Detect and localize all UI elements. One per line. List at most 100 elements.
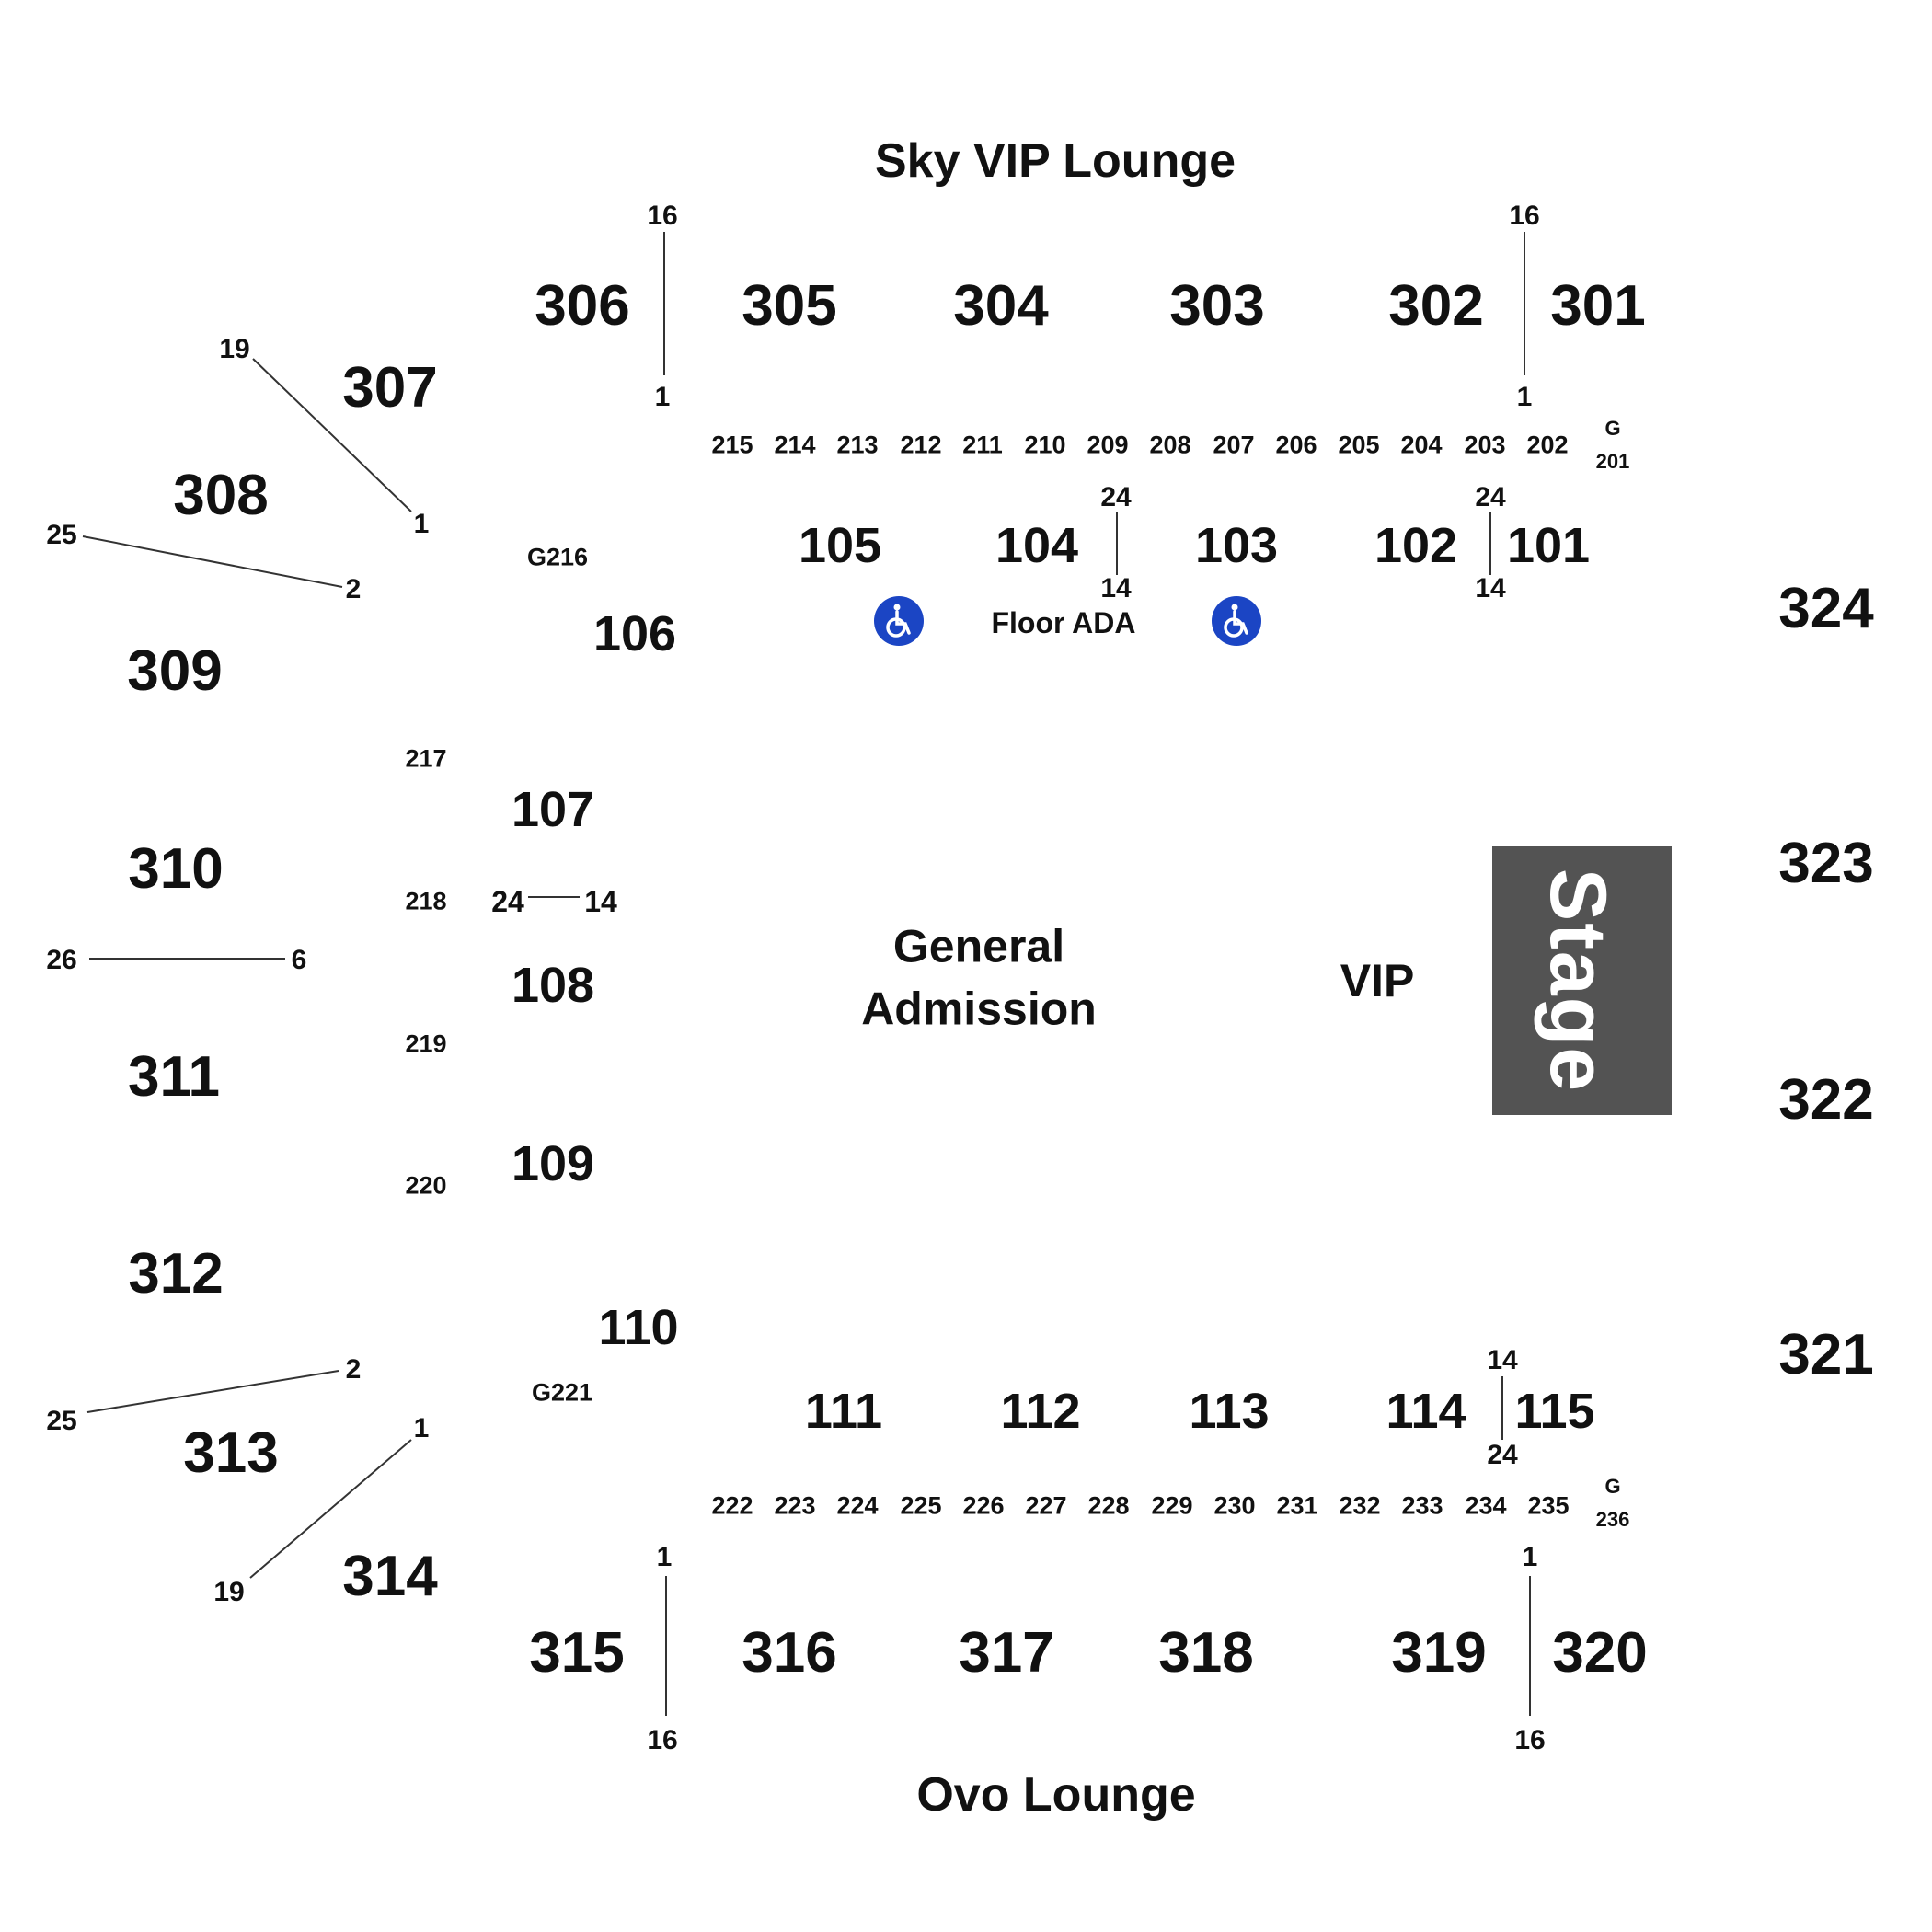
section-106[interactable]: 106 [592,606,677,661]
section-212[interactable]: 212 [900,431,942,459]
vip-area-label[interactable]: VIP [1340,955,1415,1006]
section-309[interactable]: 309 [127,639,223,703]
section-235[interactable]: 235 [1527,1491,1570,1520]
section-314[interactable]: 314 [342,1545,438,1608]
section-113[interactable]: 113 [1189,1384,1270,1439]
section-316[interactable]: 316 [742,1621,837,1685]
section-229[interactable]: 229 [1151,1491,1193,1520]
floor-ada-label[interactable]: Floor ADA [991,606,1136,639]
ovo-lounge-label[interactable]: Ovo Lounge [916,1768,1196,1822]
gate-201-number[interactable]: 201 [1595,450,1630,473]
row-marker: 24 [1100,482,1132,512]
section-301[interactable]: 301 [1550,274,1646,338]
section-302[interactable]: 302 [1388,274,1484,338]
row-marker: 14 [584,885,617,918]
section-108[interactable]: 108 [511,958,595,1013]
general-admission-label[interactable]: General Admission [861,916,1097,1041]
row-marker: 14 [1487,1345,1518,1375]
section-307[interactable]: 307 [342,356,438,420]
general-admission-line-1: General [892,920,1065,972]
section-323[interactable]: 323 [1778,832,1874,895]
section-211[interactable]: 211 [962,431,1003,459]
section-109[interactable]: 109 [511,1136,595,1191]
section-224[interactable]: 224 [836,1491,879,1520]
section-233[interactable]: 233 [1401,1491,1443,1520]
section-317[interactable]: 317 [959,1621,1054,1685]
stage[interactable] [1492,846,1672,1115]
section-111[interactable]: 111 [804,1384,883,1439]
gate-221[interactable]: G221 [531,1378,593,1407]
section-213[interactable]: 213 [836,431,879,459]
section-104[interactable]: 104 [995,518,1079,573]
section-110[interactable]: 110 [598,1300,679,1355]
section-230[interactable]: 230 [1213,1491,1256,1520]
section-324[interactable]: 324 [1778,577,1874,640]
row-marker: 24 [491,885,524,918]
row-marker: 24 [1475,482,1506,512]
section-227[interactable]: 227 [1025,1491,1067,1520]
section-322[interactable]: 322 [1778,1068,1874,1132]
section-320[interactable]: 320 [1552,1621,1648,1685]
general-admission-line-2: Admission [861,983,1097,1034]
section-105[interactable]: 105 [798,518,882,573]
row-line-314 [249,1439,412,1579]
gate-236-number[interactable]: 236 [1595,1508,1630,1531]
section-203[interactable]: 203 [1464,431,1506,459]
row-marker: 25 [46,520,77,550]
section-315[interactable]: 315 [529,1621,625,1685]
section-226[interactable]: 226 [962,1491,1005,1520]
section-107[interactable]: 107 [511,782,595,837]
section-112[interactable]: 112 [1000,1384,1081,1439]
section-202[interactable]: 202 [1526,431,1569,459]
section-231[interactable]: 231 [1276,1491,1318,1520]
gate-216[interactable]: G216 [526,543,589,571]
section-318[interactable]: 318 [1158,1621,1254,1685]
section-114[interactable]: 114 [1386,1384,1466,1439]
section-313[interactable]: 313 [183,1421,279,1485]
section-209[interactable]: 209 [1087,431,1129,459]
section-305[interactable]: 305 [742,274,837,338]
section-217[interactable]: 217 [405,744,447,773]
section-210[interactable]: 210 [1024,431,1066,459]
section-321[interactable]: 321 [1778,1323,1874,1386]
gate-201-g[interactable]: G [1604,417,1621,440]
section-214[interactable]: 214 [774,431,816,459]
section-101[interactable]: 101 [1506,518,1591,573]
section-207[interactable]: 207 [1213,431,1255,459]
gate-236-g[interactable]: G [1604,1475,1621,1498]
section-311[interactable]: 311 [127,1045,221,1109]
row-marker: 16 [1514,1725,1546,1755]
section-312[interactable]: 312 [128,1242,224,1305]
section-222[interactable]: 222 [711,1491,753,1520]
section-205[interactable]: 205 [1338,431,1380,459]
section-102[interactable]: 102 [1374,518,1458,573]
row-line-313 [86,1370,339,1413]
section-232[interactable]: 232 [1339,1491,1381,1520]
section-103[interactable]: 103 [1194,518,1279,573]
section-306[interactable]: 306 [535,274,630,338]
sky-vip-lounge-label[interactable]: Sky VIP Lounge [874,134,1236,188]
section-219[interactable]: 219 [405,1029,447,1058]
section-208[interactable]: 208 [1149,431,1191,459]
section-223[interactable]: 223 [774,1491,816,1520]
section-206[interactable]: 206 [1275,431,1317,459]
section-310[interactable]: 310 [128,837,224,901]
section-319[interactable]: 319 [1391,1621,1487,1685]
section-308[interactable]: 308 [173,464,269,527]
row-marker: 2 [345,574,362,604]
section-304[interactable]: 304 [953,274,1049,338]
section-204[interactable]: 204 [1400,431,1443,459]
section-115[interactable]: 115 [1514,1384,1595,1439]
row-marker: 14 [1475,573,1506,604]
section-228[interactable]: 228 [1087,1491,1130,1520]
row-marker: 16 [647,201,678,231]
section-234[interactable]: 234 [1465,1491,1507,1520]
section-303[interactable]: 303 [1169,274,1265,338]
section-220[interactable]: 220 [405,1171,447,1200]
section-218[interactable]: 218 [405,887,447,915]
section-215[interactable]: 215 [711,431,753,459]
wheelchair-icon [874,596,924,646]
section-225[interactable]: 225 [900,1491,942,1520]
row-marker: 2 [345,1354,362,1385]
